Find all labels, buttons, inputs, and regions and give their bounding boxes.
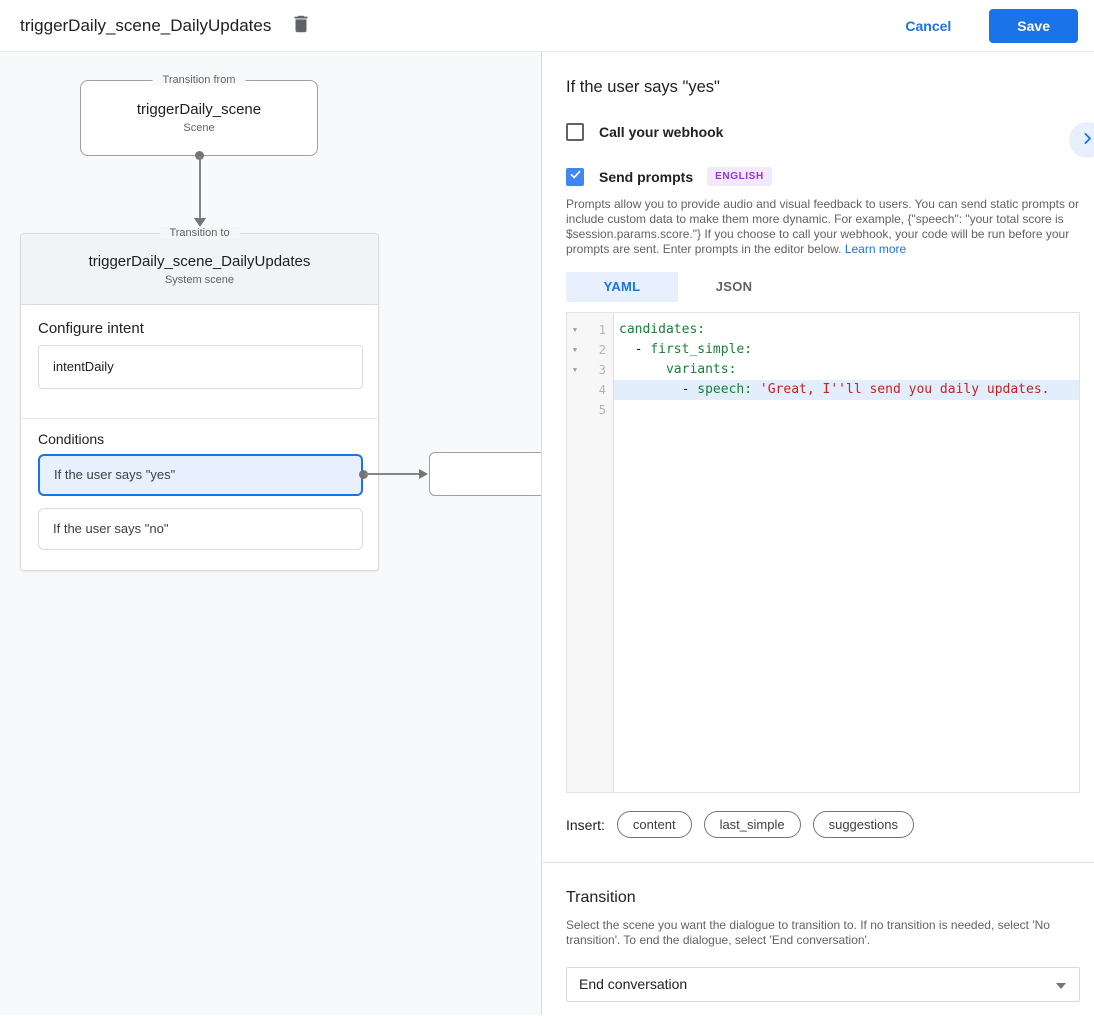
- transition-heading: Transition: [566, 889, 636, 906]
- code-line[interactable]: - first_simple:: [614, 340, 1079, 360]
- code-line[interactable]: [614, 400, 1079, 420]
- top-bar: triggerDaily_scene_DailyUpdates Cancel S…: [0, 0, 1094, 52]
- line-number: 4: [598, 383, 606, 397]
- code-token: -: [619, 382, 698, 397]
- code-token: candidates:: [619, 322, 706, 337]
- code-token: 'Great, I''ll send you daily updates.: [752, 382, 1050, 397]
- section-divider: [542, 862, 1094, 863]
- send-prompts-row: Send prompts ENGLISH: [566, 167, 1080, 186]
- prompts-description-text: Prompts allow you to provide audio and v…: [566, 197, 1079, 256]
- condition-yes[interactable]: If the user says "yes": [38, 454, 363, 496]
- trash-icon: [290, 13, 312, 38]
- connector-line: [199, 156, 201, 219]
- insert-chip-last-simple[interactable]: last_simple: [703, 811, 801, 838]
- line-number: 5: [598, 403, 606, 417]
- card-divider: [21, 418, 378, 419]
- send-prompts-label: Send prompts: [599, 168, 694, 185]
- gutter-row: ▼2: [567, 340, 613, 360]
- webhook-row: Call your webhook: [566, 123, 1080, 141]
- code-line-highlighted[interactable]: - speech: 'Great, I''ll send you daily u…: [614, 380, 1079, 400]
- condition-no[interactable]: If the user says "no": [38, 508, 363, 550]
- insert-row: Insert: content last_simple suggestions: [566, 811, 1080, 838]
- transition-from-label: Transition from: [152, 74, 246, 86]
- delete-scene-button[interactable]: [289, 14, 313, 38]
- condition-panel-title: If the user says "yes": [566, 78, 720, 96]
- condition-target-node[interactable]: [429, 452, 541, 496]
- code-line[interactable]: variants:: [614, 360, 1079, 380]
- from-scene-name: triggerDaily_scene: [136, 101, 262, 118]
- call-webhook-label: Call your webhook: [599, 124, 724, 140]
- transition-to-node: Transition to triggerDaily_scene_DailyUp…: [20, 227, 379, 571]
- fold-arrow-icon[interactable]: ▼: [572, 366, 578, 374]
- cancel-button[interactable]: Cancel: [889, 10, 967, 42]
- save-button[interactable]: Save: [989, 8, 1078, 43]
- code-token: speech:: [697, 382, 753, 397]
- condition-connector-line: [365, 473, 421, 475]
- editor-format-tabs: YAML JSON: [566, 272, 1080, 302]
- learn-more-link[interactable]: Learn more: [844, 242, 907, 256]
- intent-field[interactable]: intentDaily: [38, 345, 363, 389]
- prompts-description: Prompts allow you to provide audio and v…: [566, 197, 1080, 257]
- transition-to-label: Transition to: [159, 227, 240, 239]
- dropdown-arrow-icon: [1056, 983, 1066, 989]
- send-prompts-checkbox[interactable]: [566, 167, 584, 186]
- gutter-row: ▼3: [567, 360, 613, 380]
- transition-select-value: End conversation: [579, 976, 688, 992]
- to-scene-name: triggerDaily_scene_DailyUpdates: [88, 253, 311, 270]
- gutter-row: 5: [567, 400, 613, 420]
- line-number: 2: [598, 343, 606, 357]
- tab-json[interactable]: JSON: [715, 279, 753, 294]
- transition-from-node[interactable]: Transition from triggerDaily_scene Scene: [80, 74, 318, 156]
- line-number: 1: [598, 323, 606, 337]
- configure-intent-heading: Configure intent: [38, 320, 144, 337]
- from-scene-type: Scene: [183, 122, 215, 134]
- condition-connector-dot: [359, 470, 368, 479]
- insert-label: Insert:: [566, 816, 605, 833]
- line-number: 3: [598, 363, 606, 377]
- language-badge: ENGLISH: [707, 167, 772, 186]
- editor-gutter: ▼1 ▼2 ▼3 4 5: [567, 313, 614, 792]
- fold-arrow-icon[interactable]: ▼: [572, 346, 578, 354]
- conditions-heading: Conditions: [38, 431, 105, 447]
- scene-flow-canvas: Transition from triggerDaily_scene Scene…: [0, 52, 541, 1015]
- gutter-row: ▼1: [567, 320, 613, 340]
- connector-arrowhead-icon: [194, 218, 206, 227]
- insert-chip-suggestions[interactable]: suggestions: [812, 811, 914, 838]
- page-title: triggerDaily_scene_DailyUpdates: [20, 15, 272, 35]
- prompt-code-editor[interactable]: ▼1 ▼2 ▼3 4 5 candidates: - first_simple:…: [566, 312, 1080, 793]
- insert-chip-content[interactable]: content: [616, 811, 692, 838]
- transition-description: Select the scene you want the dialogue t…: [566, 918, 1050, 947]
- tab-yaml[interactable]: YAML: [566, 272, 678, 302]
- to-scene-type: System scene: [164, 274, 235, 286]
- code-token: [619, 362, 666, 377]
- transition-to-header[interactable]: Transition to triggerDaily_scene_DailyUp…: [21, 227, 378, 305]
- collapse-panel-button[interactable]: [1069, 122, 1094, 158]
- transition-select[interactable]: End conversation: [566, 967, 1080, 1002]
- code-token: -: [619, 342, 651, 357]
- connector-dot: [195, 151, 204, 160]
- condition-arrowhead-icon: [419, 469, 428, 479]
- code-line[interactable]: candidates:: [614, 320, 1079, 340]
- checkmark-icon: [569, 168, 582, 186]
- chevron-right-icon: [1079, 130, 1094, 150]
- fold-arrow-icon[interactable]: ▼: [572, 326, 578, 334]
- condition-detail-panel: If the user says "yes" Call your webhook…: [541, 52, 1094, 1015]
- editor-code-area[interactable]: candidates: - first_simple: variants: - …: [614, 313, 1079, 792]
- call-webhook-checkbox[interactable]: [566, 123, 584, 141]
- code-token: first_simple:: [650, 342, 753, 357]
- gutter-row: 4: [567, 380, 613, 400]
- code-token: variants:: [665, 362, 737, 377]
